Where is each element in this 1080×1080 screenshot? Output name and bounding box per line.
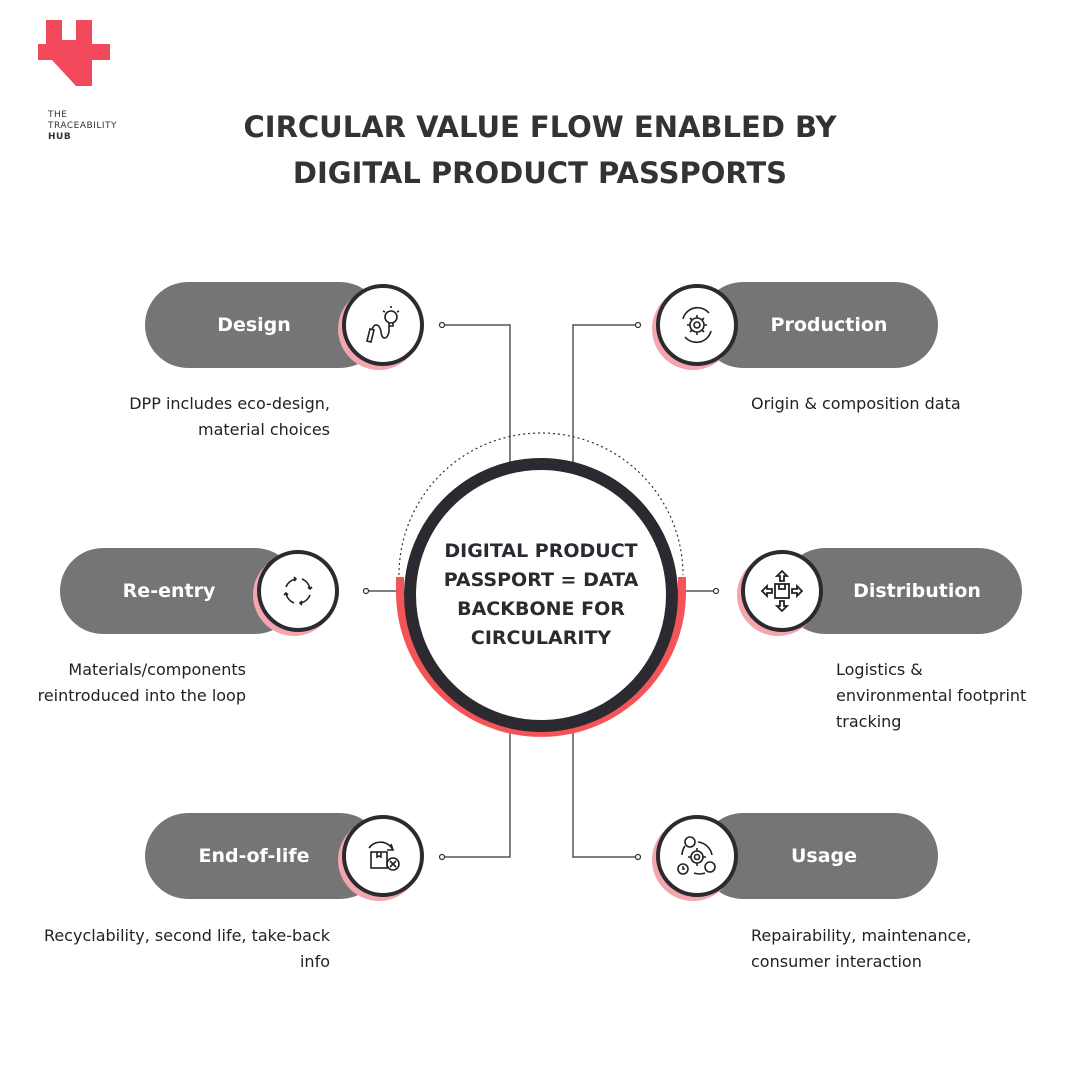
stage-label: Re-entry	[122, 580, 216, 602]
stage-description: Materials/components reintroduced into t…	[37, 660, 246, 705]
stage-description: Logistics & environmental footprint trac…	[836, 660, 1027, 731]
logo-line: HUB	[48, 132, 72, 142]
stage-label: Usage	[790, 845, 858, 867]
logo-mark	[38, 20, 110, 86]
title-line-1: CIRCULAR VALUE FLOW ENABLED BY	[243, 110, 837, 144]
stage-description: DPP includes eco-design, material choice…	[129, 394, 330, 439]
stage-label: Distribution	[853, 580, 981, 602]
center-label: DIGITAL PRODUCT PASSPORT = DATA BACKBONE…	[443, 540, 639, 649]
stage-distribution: Distribution	[782, 548, 1022, 634]
logo-line: TRACEABILITY	[48, 121, 118, 131]
stage-label: Production	[770, 314, 888, 336]
box-arrows-icon	[741, 550, 823, 632]
stage-description: Repairability, maintenance, consumer int…	[751, 926, 972, 971]
logo-line: THE	[48, 110, 68, 120]
stage-label: End-of-life	[198, 845, 310, 867]
pencil-lightbulb-icon	[342, 284, 424, 366]
title-line-2: DIGITAL PRODUCT PASSPORTS	[292, 156, 788, 190]
stage-description: Recyclability, second life, take-back in…	[43, 926, 330, 971]
page-title: CIRCULAR VALUE FLOW ENABLED BY DIGITAL P…	[0, 104, 1080, 196]
stage-production: Production	[700, 282, 938, 368]
circular-arrows-icon	[257, 550, 339, 632]
connector-lines	[366, 324, 716, 858]
logo-text: THE TRACEABILITY HUB	[48, 110, 117, 143]
stage-label: Design	[217, 314, 291, 336]
stage-usage: Usage	[700, 813, 938, 899]
stage-description: Origin & composition data	[751, 394, 961, 413]
box-return-icon	[342, 815, 424, 897]
gear-cycle-icon	[656, 284, 738, 366]
user-gear-money-icon	[656, 815, 738, 897]
center-ring	[404, 458, 678, 732]
connector-dots	[362, 321, 720, 861]
